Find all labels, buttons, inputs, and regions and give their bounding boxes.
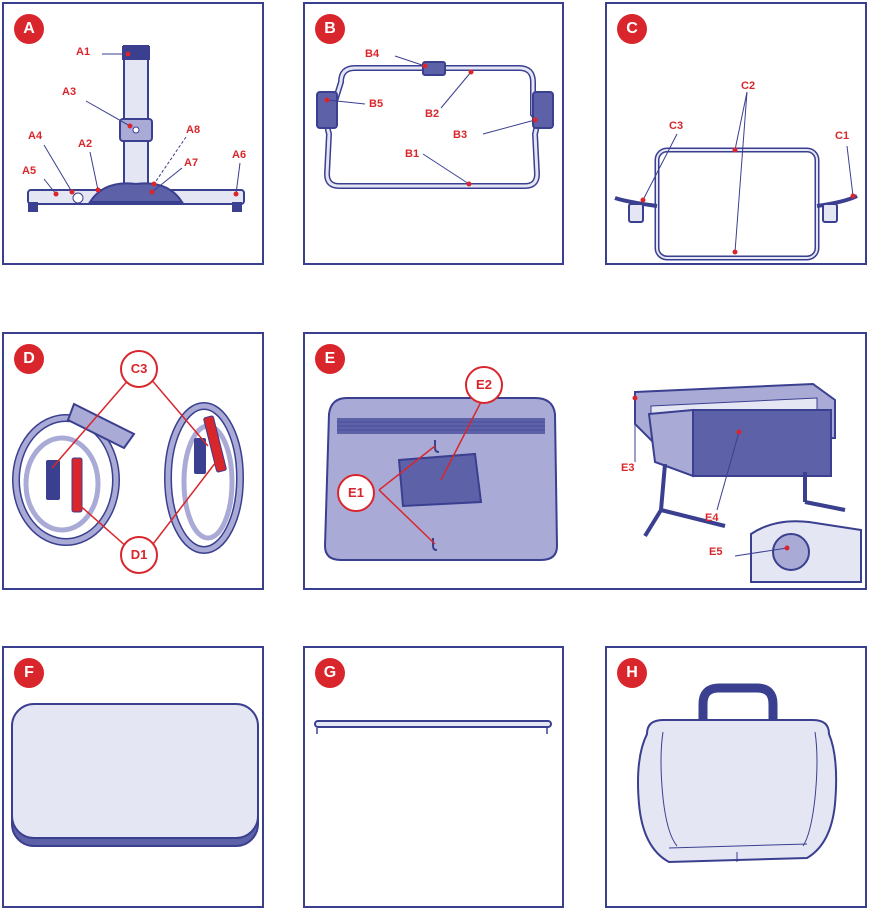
panel-a: A A1 A2 A3 A4 A5 A6 A7 A8: [2, 2, 264, 265]
badge-a: A: [14, 14, 44, 44]
panel-d: D C3 D1: [2, 332, 264, 590]
label-a2: A2: [78, 138, 93, 150]
badge-d: D: [14, 344, 44, 374]
side-frame-illustration: [614, 91, 858, 261]
stand-base-illustration: [27, 45, 245, 212]
label-e5: E5: [709, 546, 723, 558]
callout-e1: E1: [337, 474, 375, 512]
label-c2: C2: [741, 80, 756, 92]
label-b5: B5: [369, 98, 384, 110]
rectangular-frame-illustration: [316, 55, 554, 189]
label-e4: E4: [705, 512, 719, 524]
label-a8: A8: [186, 124, 201, 136]
panel-g: G: [303, 646, 564, 908]
label-c1: C1: [835, 130, 850, 142]
panel-c: C C1 C2 C3: [605, 2, 867, 265]
fabric-and-crib-illustration: [323, 382, 862, 583]
label-a1: A1: [76, 46, 91, 58]
badge-h: H: [617, 658, 647, 688]
label-a5: A5: [22, 165, 37, 177]
label-b3: B3: [453, 129, 468, 141]
label-b1: B1: [405, 148, 420, 160]
label-a3: A3: [62, 86, 77, 98]
panel-e: E E1 E2 E3 E4 E5: [303, 332, 867, 590]
badge-c: C: [617, 14, 647, 44]
callout-c3: C3: [120, 350, 158, 388]
callout-d1: D1: [120, 536, 158, 574]
panel-f: F: [2, 646, 264, 908]
label-a7: A7: [184, 157, 199, 169]
carry-bag-illustration: [637, 683, 838, 864]
badge-e: E: [315, 344, 345, 374]
label-a4: A4: [28, 130, 43, 142]
badge-g: G: [315, 658, 345, 688]
rod-illustration: [314, 720, 552, 734]
badge-b: B: [315, 14, 345, 44]
panel-b: B B1 B2 B3 B4 B5: [303, 2, 564, 265]
callout-e2: E2: [465, 366, 503, 404]
panel-h: H: [605, 646, 867, 908]
label-e3: E3: [621, 462, 635, 474]
badge-f: F: [14, 658, 44, 688]
label-b4: B4: [365, 48, 380, 60]
mattress-illustration: [11, 703, 259, 847]
label-b2: B2: [425, 108, 440, 120]
straps-illustration: [12, 377, 244, 554]
label-c3: C3: [669, 120, 684, 132]
label-a6: A6: [232, 149, 247, 161]
